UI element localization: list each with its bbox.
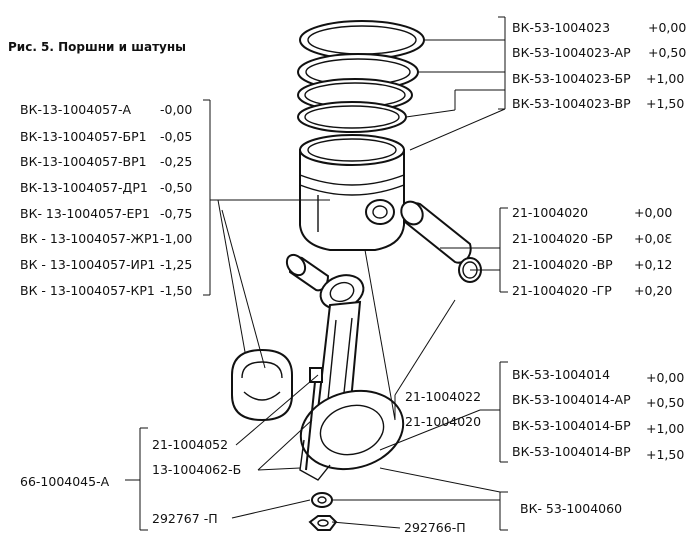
nut-set-label: ВК- 53-1004060 — [520, 501, 623, 516]
piston-delta: -0,50 — [160, 180, 193, 195]
figure-title: Рис. 5. Поршни и шатуны — [8, 40, 186, 54]
piston-delta: -0,05 — [160, 129, 193, 144]
pin-ring-label: 21-1004022 — [405, 389, 482, 404]
ring-code: ВК-53-1004023-БР — [512, 71, 631, 86]
piston-code: ВК-13-1004057-ДР1 — [20, 180, 148, 195]
piston-code: ВК - 13-1004057-ИР1 — [20, 257, 156, 272]
pin-code: 21-1004020 -ВР — [512, 257, 613, 272]
pin-code: 21-1004020 -БР — [512, 231, 613, 246]
piston-code: ВК - 13-1004057-КР1 — [20, 283, 155, 298]
ring-delta: +1,50 — [646, 96, 685, 111]
bearing-code: ВК-53-1004014 — [512, 367, 611, 382]
ring-delta: +1,00 — [646, 71, 685, 86]
pin-center-label: 21-1004020 — [405, 414, 482, 429]
piston-code: ВК-13-1004057-ВР1 — [20, 154, 147, 169]
pin-delta: +0,00 — [634, 205, 673, 220]
piston-delta: -0,75 — [160, 206, 193, 221]
bearing-code: ВК-53-1004014-БР — [512, 418, 631, 433]
washer-label: 292767 -П — [152, 511, 218, 526]
rod-assembly-label: 66-1004045-А — [20, 474, 110, 489]
pin-delta: +0,20 — [634, 283, 673, 298]
bearing-code: ВК-53-1004014-ВР — [512, 444, 631, 459]
bearing-shells — [231, 348, 293, 422]
ring-code: ВК-53-1004023 — [512, 20, 611, 35]
piston-code: ВК-13-1004057-А — [20, 102, 132, 117]
ring-delta: +0,00 — [648, 20, 687, 35]
connecting-rod — [299, 274, 405, 481]
piston-pin — [400, 200, 482, 283]
piston-rings — [297, 20, 425, 133]
bearing-delta: +1,50 — [646, 447, 685, 462]
piston-code: ВК - 13-1004057-ЖР1 — [20, 231, 160, 246]
bearing-delta: +1,00 — [646, 421, 685, 436]
piston-delta: -0,00 — [160, 102, 193, 117]
nut-label: 292766-П — [404, 520, 466, 535]
pin-code: 21-1004020 — [512, 205, 589, 220]
ring-delta: +0,50 — [648, 45, 687, 60]
leader-lines — [125, 16, 508, 531]
piston-code: ВК- 13-1004057-ЕР1 — [20, 206, 150, 221]
bolt-label: 13-1004062-Б — [152, 462, 242, 477]
piston-code: ВК-13-1004057-БР1 — [20, 129, 147, 144]
bearing-delta: +0,00 — [646, 370, 685, 385]
bushing-label: 21-1004052 — [152, 437, 229, 452]
bearing-delta: +0,50 — [646, 395, 685, 410]
piston-delta: -1,25 — [160, 257, 193, 272]
piston-delta: -1,50 — [160, 283, 193, 298]
ring-code: ВК-53-1004023-ВР — [512, 96, 631, 111]
small-end-bushing — [285, 253, 330, 292]
pin-delta: +0,0Ɛ — [634, 231, 673, 246]
piston — [299, 134, 405, 251]
bearing-code: ВК-53-1004014-АР — [512, 392, 631, 407]
ring-code: ВК-53-1004023-АР — [512, 45, 631, 60]
pin-code: 21-1004020 -ГР — [512, 283, 612, 298]
washer-nut — [308, 492, 338, 531]
piston-delta: -0,25 — [160, 154, 193, 169]
piston-delta: -1,00 — [160, 231, 193, 246]
pin-delta: +0,12 — [634, 257, 673, 272]
